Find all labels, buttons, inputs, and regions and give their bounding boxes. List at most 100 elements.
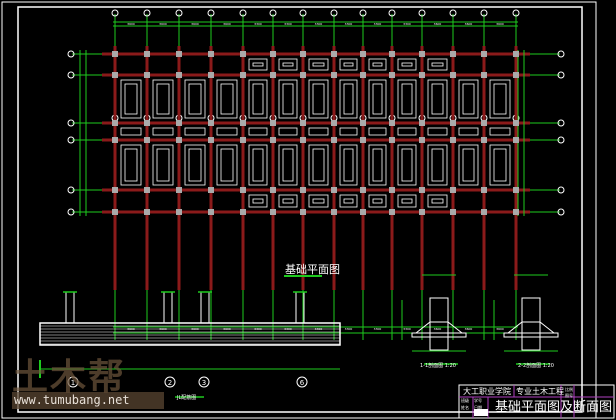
axis-bubble (67, 119, 75, 127)
footing-outline (427, 144, 448, 186)
watermark-url: www.tumubang.net (12, 392, 164, 409)
axis-bubble (67, 376, 79, 388)
axis-bubble (557, 50, 565, 58)
axis-bubble (512, 9, 520, 17)
column-node (208, 72, 214, 78)
footing-outline (339, 79, 358, 119)
footing-inner-outline (252, 83, 264, 115)
title-block-lines (458, 384, 615, 419)
dimension-text: 3600 (465, 22, 473, 26)
column-node (481, 209, 487, 215)
footing-outline (339, 144, 358, 186)
column-node (360, 51, 366, 57)
column-node (300, 120, 306, 126)
column-node (331, 137, 337, 143)
column-node (360, 187, 366, 193)
column-node (513, 209, 519, 215)
axis-bubble (388, 9, 396, 17)
footing-inner-outline (220, 83, 234, 115)
foundation-sections (401, 274, 559, 365)
footing-outline (427, 194, 448, 208)
column-node (240, 72, 246, 78)
title-block-drawing-name: 基础平面图及断面图 (495, 400, 613, 415)
footing-inner-outline (372, 198, 383, 204)
column-node (419, 51, 425, 57)
column-node (112, 120, 118, 126)
column-node (481, 72, 487, 78)
footing-inner-outline (372, 148, 383, 182)
footing-inner-outline (156, 148, 170, 182)
axis-label: 2 (168, 379, 172, 387)
footing-inner-outline (312, 62, 325, 67)
section-2-label: 2-2剖面图 1:20 (518, 363, 554, 369)
axis-bubble (359, 9, 367, 17)
column-node (270, 51, 276, 57)
column-node (389, 137, 395, 143)
plan-title: 基础平面图 (285, 263, 340, 276)
axis-bubble (143, 9, 151, 17)
footing-inner-outline (252, 198, 264, 204)
column-node (360, 209, 366, 215)
dimension-text: 3300 (315, 22, 323, 26)
column-node (331, 209, 337, 215)
axis-label: 6 (300, 379, 305, 387)
axis-bubble (418, 9, 426, 17)
column-node (360, 120, 366, 126)
axis-bubble (239, 9, 247, 17)
axis-bubble (557, 119, 565, 127)
footing-inner-outline (372, 62, 383, 67)
footing-outline (248, 127, 268, 136)
dimension-text: 3300 (345, 327, 353, 331)
column-node (144, 72, 150, 78)
axis-bubble (67, 50, 75, 58)
footing-outline (308, 58, 329, 71)
footing-inner-outline (343, 62, 354, 67)
footing-inner-outline (252, 148, 264, 182)
dimension-text: 3600 (434, 22, 442, 26)
footing-inner-outline (401, 83, 413, 115)
column-node (112, 137, 118, 143)
column-node (513, 120, 519, 126)
footing-outline (120, 127, 142, 136)
column-node (240, 209, 246, 215)
column-node (419, 120, 425, 126)
footing-outline (308, 194, 329, 208)
column-node (389, 187, 395, 193)
dimension-text: 3300 (374, 22, 382, 26)
footing-outline (120, 79, 142, 119)
axis-bubble (557, 136, 565, 144)
axis-bubble (67, 186, 75, 194)
column-node (208, 209, 214, 215)
title-block-school: 大工职业学院 (463, 387, 511, 396)
footing-inner-outline (431, 148, 444, 182)
column-node (419, 137, 425, 143)
footing-inner-outline (431, 198, 444, 204)
column-node (176, 72, 182, 78)
axis-bubble (111, 9, 119, 17)
footing-inner-outline (312, 198, 325, 204)
footing-inner-outline (462, 83, 475, 115)
footing-outline (458, 144, 479, 186)
column-node (270, 209, 276, 215)
footing-inner-outline (124, 148, 138, 182)
footing-outline (120, 144, 142, 186)
column-node (513, 137, 519, 143)
axis-bubble (67, 136, 75, 144)
column-node (112, 187, 118, 193)
column-node (144, 187, 150, 193)
column-node (360, 137, 366, 143)
column-node (450, 187, 456, 193)
title-block-border (458, 384, 615, 419)
footing-outline (397, 127, 417, 136)
column-node (513, 51, 519, 57)
column-node (176, 209, 182, 215)
title-block-field: 比例 (565, 387, 573, 392)
footing-outline (489, 127, 511, 136)
footing-outline (368, 194, 387, 208)
dimension-text: 3600 (223, 22, 231, 26)
column-node (450, 137, 456, 143)
footing-outline (397, 79, 417, 119)
footing-outline (368, 79, 387, 119)
footing-inner-outline (282, 62, 294, 67)
column-node (419, 187, 425, 193)
